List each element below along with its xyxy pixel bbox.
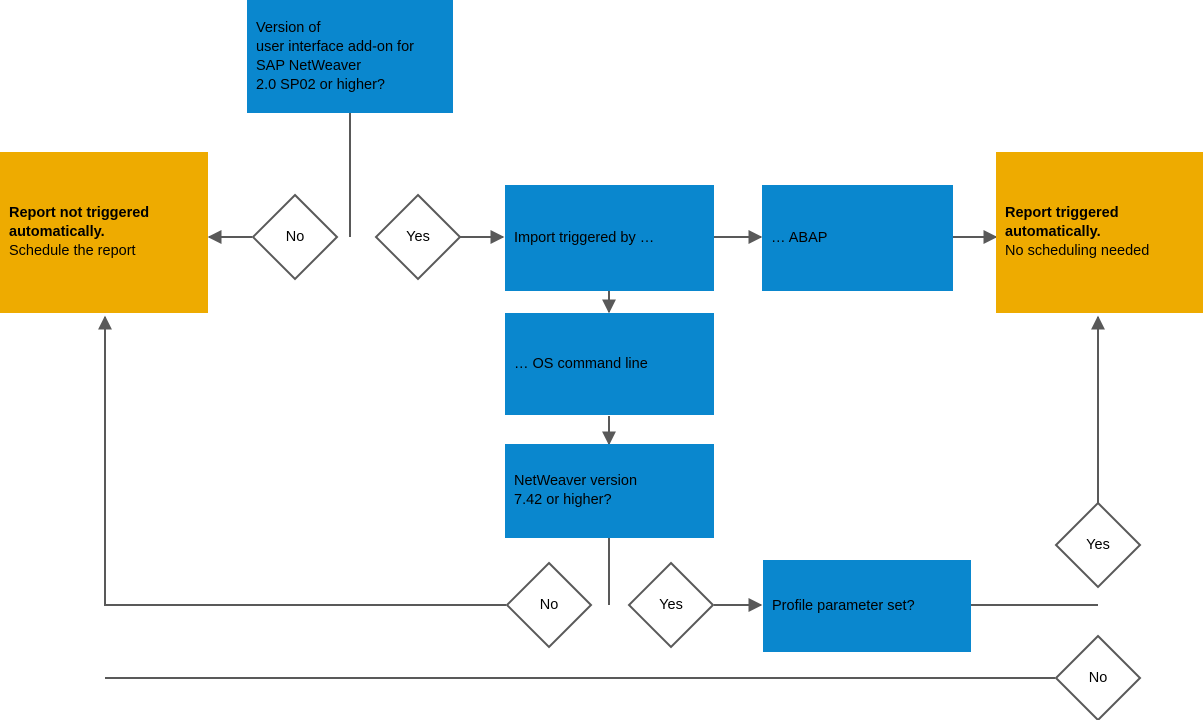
diamond-shape [505, 561, 593, 649]
decision-netweaver-no-label: No [539, 597, 559, 613]
node-version-check-label: Version of user interface add-on for SAP… [256, 19, 414, 93]
diamond-shape [1054, 501, 1142, 589]
node-abap[interactable]: … ABAP [762, 185, 953, 291]
node-os-command-line-label: … OS command line [514, 355, 648, 372]
node-report-not-triggered-regular: Schedule the report [9, 243, 136, 259]
node-import-triggered-label: Import triggered by … [514, 229, 655, 246]
node-profile-parameter[interactable]: Profile parameter set? [763, 560, 971, 652]
decision-profile-no[interactable]: No [1054, 634, 1142, 720]
node-report-triggered-bold: Report triggered automatically. [1005, 205, 1119, 240]
decision-version-no[interactable]: No [251, 193, 339, 281]
node-report-triggered-regular: No scheduling needed [1005, 243, 1150, 259]
decision-profile-yes-label: Yes [1086, 537, 1110, 553]
node-profile-parameter-label: Profile parameter set? [772, 597, 915, 614]
node-import-triggered[interactable]: Import triggered by … [505, 185, 714, 291]
decision-version-yes-label: Yes [406, 229, 430, 245]
decision-profile-no-label: No [1088, 670, 1108, 686]
node-report-not-triggered[interactable]: Report not triggered automatically. Sche… [0, 152, 208, 313]
node-netweaver-version[interactable]: NetWeaver version 7.42 or higher? [505, 444, 714, 538]
node-report-not-triggered-bold: Report not triggered automatically. [9, 205, 150, 240]
decision-netweaver-yes[interactable]: Yes [627, 561, 715, 649]
diamond-shape [627, 561, 715, 649]
decision-profile-yes[interactable]: Yes [1054, 501, 1142, 589]
diamond-shape [1054, 634, 1142, 720]
diamond-shape [374, 193, 462, 281]
diamond-shape [251, 193, 339, 281]
decision-version-yes[interactable]: Yes [374, 193, 462, 281]
node-report-triggered[interactable]: Report triggered automatically. No sched… [996, 152, 1203, 313]
decision-version-no-label: No [285, 229, 305, 245]
decision-netweaver-no[interactable]: No [505, 561, 593, 649]
node-abap-label: … ABAP [771, 229, 828, 246]
edge-netweaver-no-to-report-not-triggered [98, 315, 506, 606]
node-os-command-line[interactable]: … OS command line [505, 313, 714, 415]
decision-netweaver-yes-label: Yes [659, 597, 683, 613]
node-netweaver-version-label: NetWeaver version 7.42 or higher? [514, 473, 638, 508]
node-version-check[interactable]: Version of user interface add-on for SAP… [247, 0, 453, 113]
